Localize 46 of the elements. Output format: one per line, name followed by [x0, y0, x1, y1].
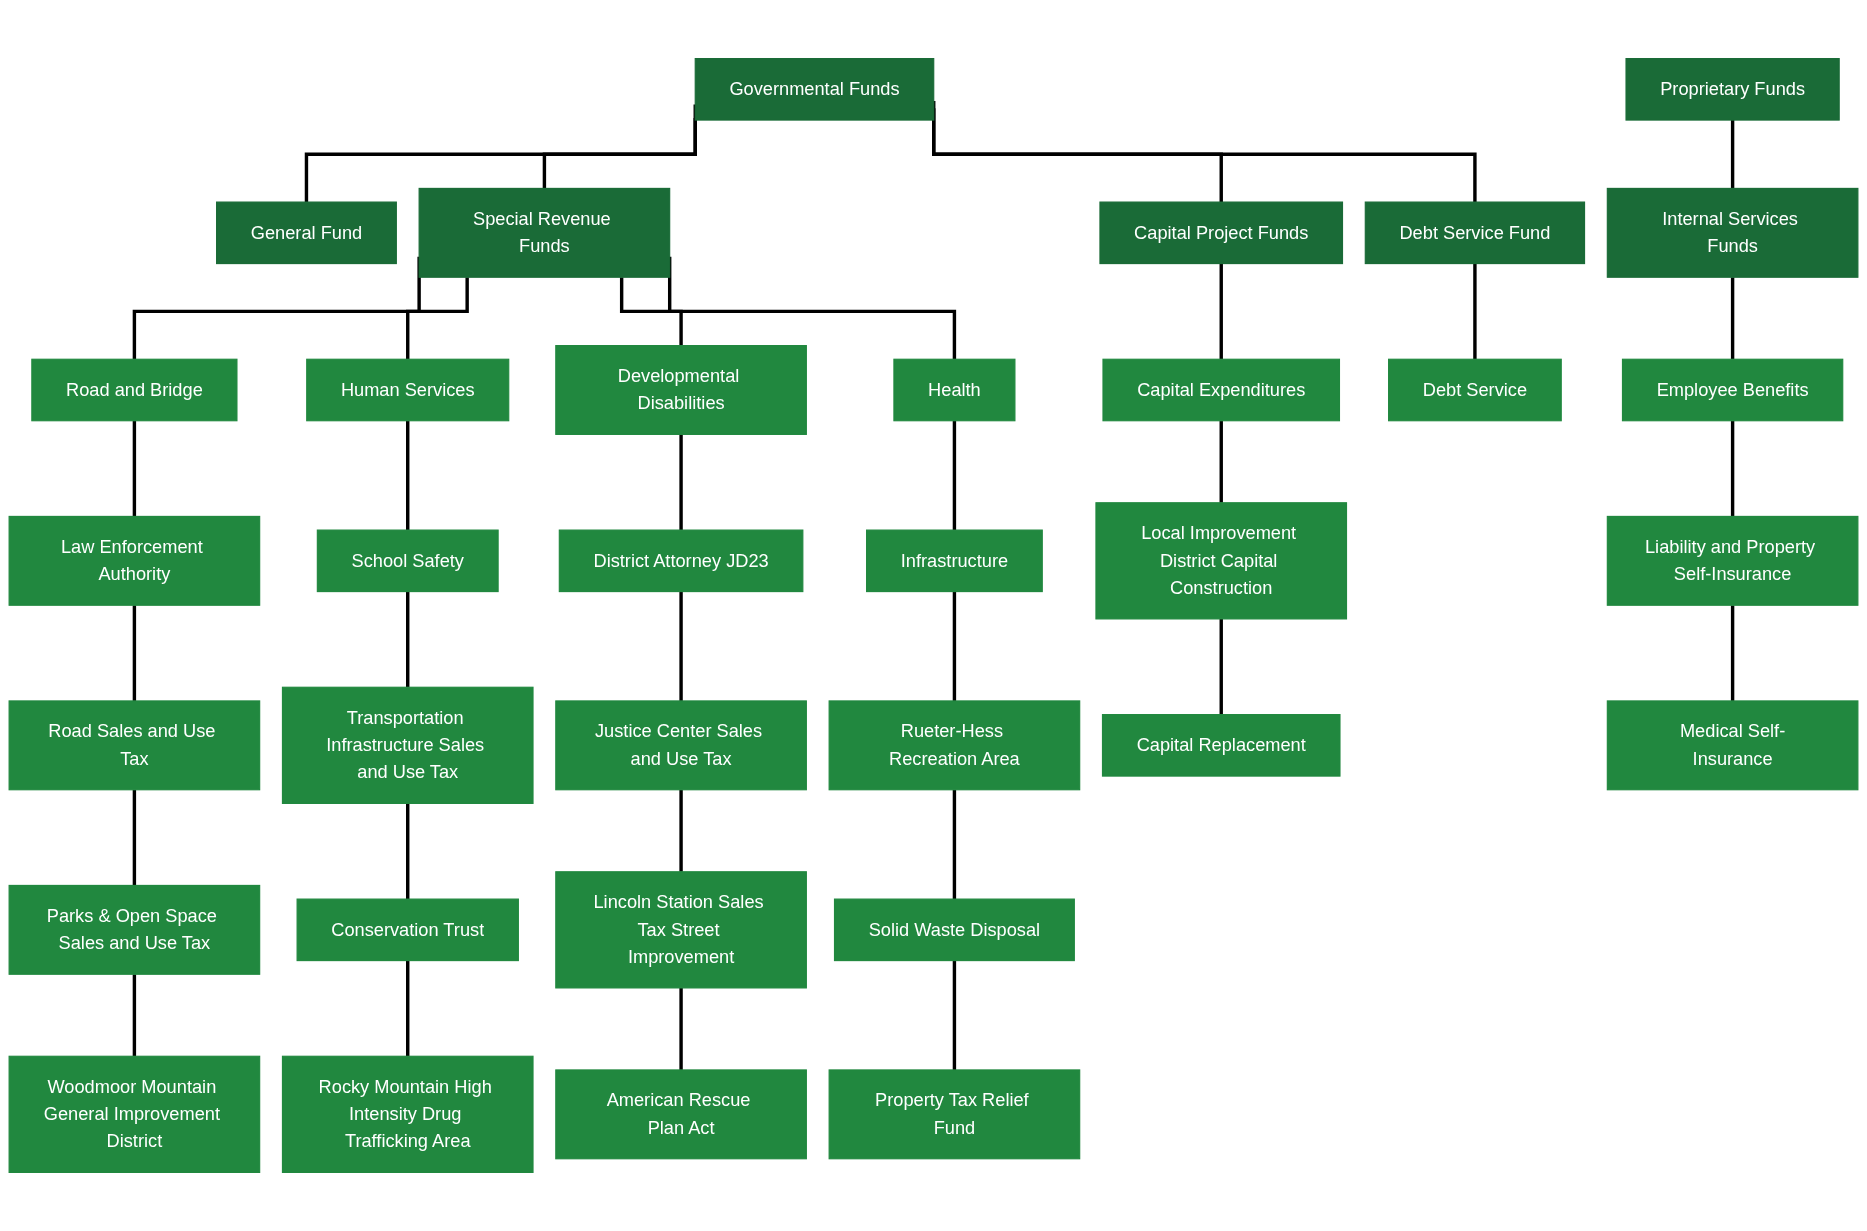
- node-box: Transportation Infrastructure Sales and Use Tax: [281, 686, 534, 804]
- node-box: Capital Project Funds: [1099, 201, 1344, 265]
- node-box: Woodmoor Mountain General Improvement District: [8, 1055, 261, 1173]
- node-box: Capital Expenditures: [1102, 358, 1341, 422]
- connector: [1730, 277, 1735, 361]
- node-box: Lincoln Station Sales Tax Street Improvement: [555, 871, 807, 989]
- node-box: Debt Service Fund: [1364, 201, 1586, 265]
- node-box: American Rescue Plan Act: [555, 1069, 807, 1160]
- node-box: Road and Bridge: [31, 358, 238, 422]
- node-box: Property Tax Relief Fund: [828, 1069, 1081, 1160]
- connector: [1219, 263, 1223, 361]
- node-box: School Safety: [316, 529, 499, 593]
- node-box: Capital Replacement: [1101, 714, 1341, 777]
- connector: [132, 974, 137, 1058]
- node-box: Employee Benefits: [1621, 358, 1844, 422]
- connector: [952, 420, 957, 532]
- node-box: District Attorney JD23: [558, 529, 804, 593]
- connector: [406, 803, 410, 901]
- node-box: Special Revenue Funds: [418, 187, 671, 278]
- node-box: Law Enforcement Authority: [8, 515, 261, 606]
- node-box: Medical Self-Insurance: [1606, 700, 1859, 791]
- node-box: Health: [893, 358, 1016, 422]
- node-box: Developmental Disabilities: [555, 345, 807, 435]
- node-box: Governmental Funds: [694, 58, 935, 121]
- node-box: Conservation Trust: [296, 898, 519, 962]
- node-box: Debt Service: [1388, 358, 1562, 422]
- node-box: Road Sales and Use Tax: [8, 700, 261, 791]
- node-box: Internal Services Funds: [1606, 187, 1859, 278]
- connector: [679, 434, 683, 532]
- node-box: Justice Center Sales and Use Tax: [555, 700, 807, 791]
- node-box: Parks & Open Space Sales and Use Tax: [8, 884, 261, 975]
- connector: [952, 789, 957, 901]
- node-box: General Fund: [216, 201, 397, 265]
- node-box: Solid Waste Disposal: [833, 898, 1075, 962]
- node-box: Human Services: [306, 358, 510, 422]
- connector: [406, 591, 410, 689]
- connector: [406, 277, 469, 361]
- connector: [1473, 263, 1477, 361]
- node-box: Proprietary Funds: [1625, 58, 1840, 121]
- node-box: Rueter-Hess Recreation Area: [828, 700, 1081, 791]
- node-box: Liability and Property Self-Insurance: [1606, 515, 1859, 606]
- connector: [406, 960, 410, 1058]
- node-box: Rocky Mountain High Intensity Drug Trafficking Area: [281, 1055, 534, 1173]
- node-box: Local Improvement District Capital Construction: [1095, 502, 1348, 620]
- connector: [406, 420, 410, 532]
- node-box: Infrastructure: [866, 529, 1043, 593]
